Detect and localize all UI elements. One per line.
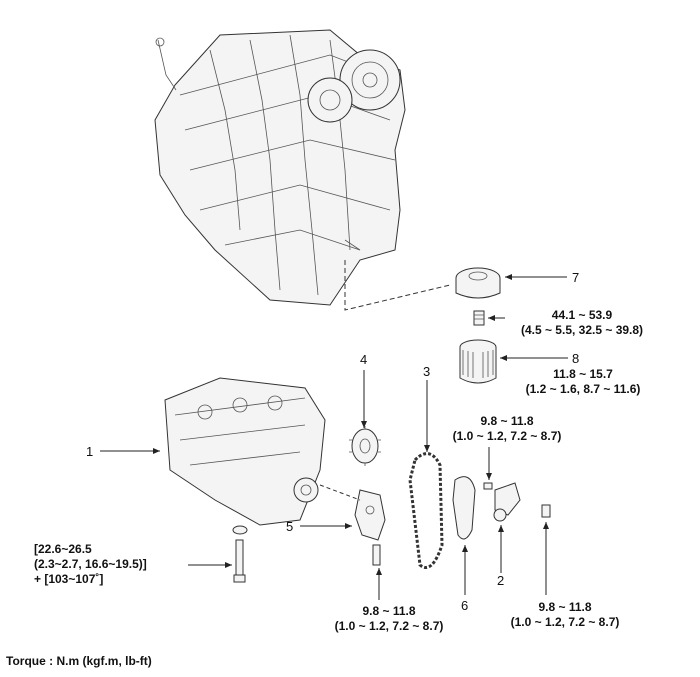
torque-balance-module-nm: [22.6~26.5 — [34, 542, 92, 556]
torque-tensioner-bolt-nm: 9.8 ~ 11.8 — [538, 600, 592, 614]
oil-pressure-plug — [473, 310, 485, 326]
timing-chain — [408, 452, 444, 569]
torque-oil-filter-alt: (1.2 ~ 1.6, 8.7 ~ 11.6) — [525, 382, 641, 396]
torque-chain-guide: 9.8 ~ 11.8 (1.0 ~ 1.2, 7.2 ~ 8.7) — [314, 604, 464, 634]
callout-1: 1 — [86, 444, 94, 459]
callout-7: 7 — [572, 270, 580, 285]
torque-units-note: Torque : N.m (kgf.m, lb-ft) — [6, 654, 152, 668]
chain-guide-bracket — [354, 489, 386, 566]
torque-tensioner-alt: (1.0 ~ 1.2, 7.2 ~ 8.7) — [452, 429, 562, 443]
torque-tensioner-bolt: 9.8 ~ 11.8 (1.0 ~ 1.2, 7.2 ~ 8.7) — [490, 600, 640, 630]
callout-4: 4 — [360, 352, 368, 367]
balance-shaft-module — [164, 377, 326, 526]
torque-tensioner-nm: 9.8 ~ 11.8 — [480, 414, 534, 428]
torque-tensioner-bolt-alt: (1.0 ~ 1.2, 7.2 ~ 8.7) — [510, 615, 620, 629]
callout-3: 3 — [423, 364, 431, 379]
torque-oil-filter: 11.8 ~ 15.7 (1.2 ~ 1.6, 8.7 ~ 11.6) — [508, 367, 658, 397]
oil-filter — [459, 339, 497, 384]
leader-lines — [100, 274, 568, 600]
callout-2: 2 — [497, 573, 505, 588]
callout-5: 5 — [286, 519, 294, 534]
balance-module-bolt — [232, 525, 248, 583]
torque-tensioner: 9.8 ~ 11.8 (1.0 ~ 1.2, 7.2 ~ 8.7) — [432, 414, 582, 444]
torque-balance-module-angle: + [103~107˚] — [34, 572, 104, 586]
torque-plug-nm: 44.1 ~ 53.9 — [551, 308, 613, 322]
torque-balance-module: [22.6~26.5 (2.3~2.7, 16.6~19.5)] + [103~… — [34, 542, 147, 587]
torque-chain-guide-alt: (1.0 ~ 1.2, 7.2 ~ 8.7) — [334, 619, 444, 633]
torque-plug-alt: (4.5 ~ 5.5, 32.5 ~ 39.8) — [520, 323, 644, 337]
sprocket — [349, 426, 381, 466]
alignment-line — [344, 260, 451, 311]
alignment-line-2 — [319, 484, 361, 501]
callout-8: 8 — [572, 351, 580, 366]
oil-filter-housing — [455, 267, 501, 299]
torque-chain-guide-nm: 9.8 ~ 11.8 — [362, 604, 416, 618]
hydraulic-tensioner — [483, 482, 551, 522]
engine-block — [154, 29, 406, 306]
torque-oil-filter-nm: 11.8 ~ 15.7 — [553, 367, 613, 381]
torque-balance-module-alt: (2.3~2.7, 16.6~19.5)] — [34, 557, 147, 571]
torque-plug: 44.1 ~ 53.9 (4.5 ~ 5.5, 32.5 ~ 39.8) — [507, 308, 657, 338]
tensioner-arm — [452, 476, 476, 540]
callout-6: 6 — [461, 598, 469, 613]
